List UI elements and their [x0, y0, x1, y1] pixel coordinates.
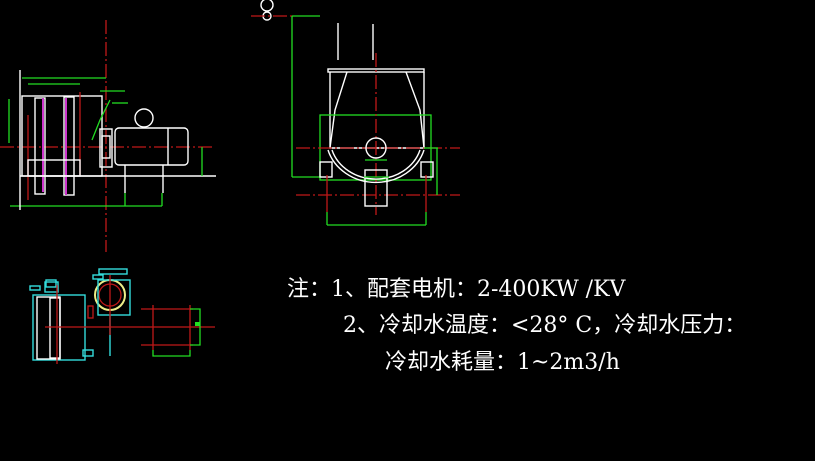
plan-view	[29, 268, 215, 364]
note-line-3: 冷却水耗量：1~2m3/h	[385, 350, 620, 375]
note-line-2: 2、冷却水温度：<28° C，冷却水压力：	[343, 313, 747, 338]
note-line-1: 注：1、配套电机：2-400KW /KV	[287, 277, 626, 302]
front-view	[251, 0, 460, 226]
side-view	[0, 20, 216, 252]
